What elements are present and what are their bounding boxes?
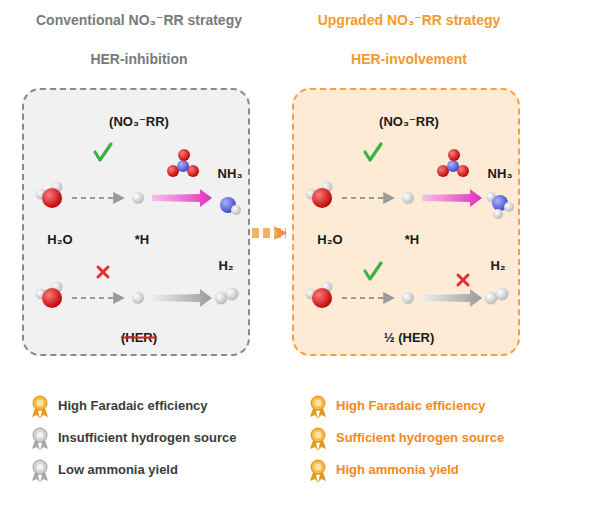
water-molecule <box>306 282 333 309</box>
dashed-arrow <box>72 297 124 299</box>
medal-icon <box>310 396 326 419</box>
panel-subheading: HER-inhibition <box>90 51 187 67</box>
check-mark <box>95 144 111 160</box>
water-molecule <box>36 182 63 209</box>
hydrogen-atom <box>402 292 414 304</box>
panel-heading: Conventional NO₃⁻RR strategy <box>36 12 242 28</box>
check-mark <box>365 263 381 279</box>
medal-icon <box>32 396 48 419</box>
hydrogen-molecule <box>215 288 239 305</box>
outcome-label: Insufficient hydrogen source <box>58 430 236 445</box>
strategy-panel: Upgraded NO₃⁻RR strategyHER-involvement(… <box>292 88 520 356</box>
molecule-label: *H <box>405 233 419 248</box>
dashed-arrow <box>342 297 394 299</box>
molecule-label: H₂ <box>218 259 233 274</box>
nitrate-molecule <box>167 149 199 177</box>
outcome-label: High Faradaic efficiency <box>336 398 486 413</box>
her-arrow <box>152 289 212 307</box>
transition-arrow <box>252 228 286 238</box>
hydrogen-atom <box>402 192 414 204</box>
molecule-label: H₂O <box>317 233 342 248</box>
reduction-arrow <box>422 189 482 207</box>
panel-subheading: HER-involvement <box>351 51 467 67</box>
molecule-label: NH₃ <box>488 167 513 182</box>
reaction-label: ½ (HER) <box>384 331 435 346</box>
hydrogen-atom <box>132 292 144 304</box>
medal-icon <box>32 428 48 451</box>
medal-icon <box>310 428 326 451</box>
cross-mark <box>458 275 468 285</box>
molecule-label: NH₃ <box>218 167 243 182</box>
dashed-arrow <box>72 197 124 199</box>
medal-icon <box>310 460 326 483</box>
outcome-label: Sufficient hydrogen source <box>336 430 504 445</box>
water-molecule <box>36 282 63 309</box>
hydrogen-atom <box>132 192 144 204</box>
reaction-label: (NO₃⁻RR) <box>379 115 439 130</box>
hydrogen-molecule <box>485 288 509 305</box>
reaction-label: (NO₃⁻RR) <box>109 115 169 130</box>
her-arrow <box>422 289 482 307</box>
outcome-label: Low ammonia yield <box>58 462 178 477</box>
water-molecule <box>306 182 333 209</box>
reaction-label: (HER) <box>121 331 157 346</box>
reduction-arrow <box>152 189 212 207</box>
outcome-label: High ammonia yield <box>336 462 459 477</box>
medal-icon <box>32 460 48 483</box>
check-mark <box>365 144 381 160</box>
panel-heading: Upgraded NO₃⁻RR strategy <box>318 12 501 28</box>
molecule-label: *H <box>135 233 149 248</box>
molecule-label: H₂ <box>490 259 505 274</box>
nitrate-molecule <box>437 149 469 177</box>
outcome-label: High Faradaic efficiency <box>58 398 208 413</box>
ammonia-molecule <box>220 197 241 215</box>
molecule-label: H₂O <box>47 233 72 248</box>
dashed-arrow <box>342 197 394 199</box>
strategy-panel: Conventional NO₃⁻RR strategyHER-inhibiti… <box>22 88 250 356</box>
cross-mark <box>98 267 108 277</box>
ammonia-molecule <box>486 192 514 219</box>
